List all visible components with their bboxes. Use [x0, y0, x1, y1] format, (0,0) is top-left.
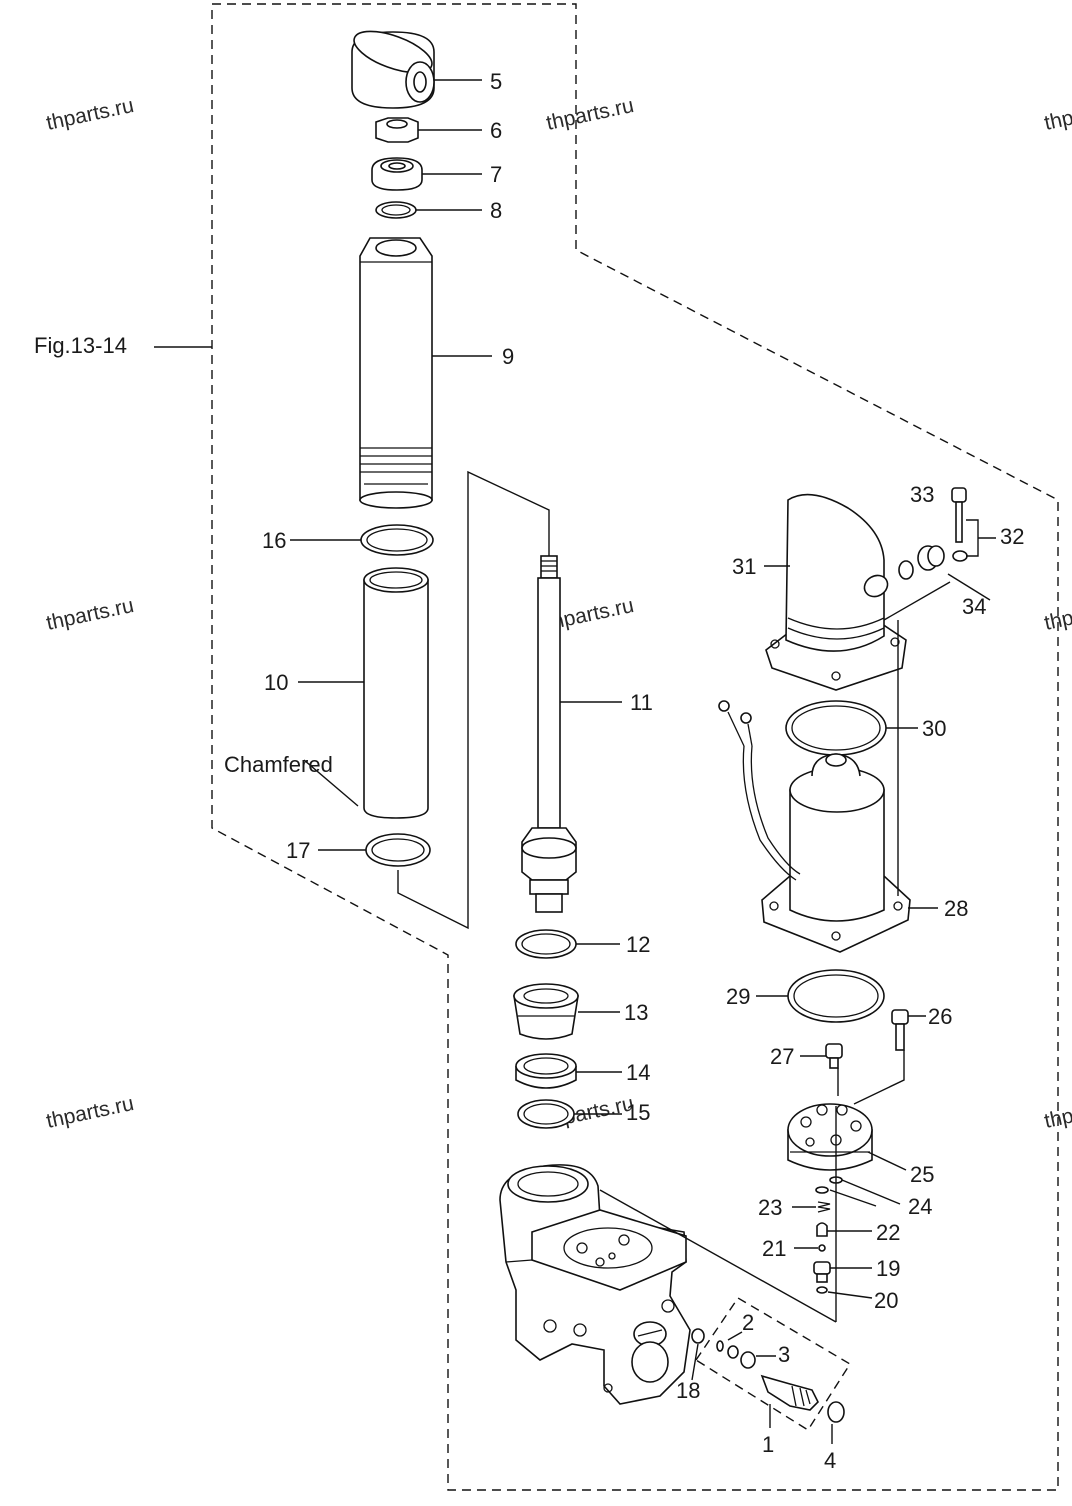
- callout-34: 34: [962, 594, 986, 619]
- assembly-boundary: [211, 3, 1059, 1491]
- callout-22: 22: [876, 1220, 900, 1245]
- watermark-text: thparts.ru: [44, 1092, 136, 1133]
- callout-9: 9: [502, 344, 514, 369]
- callout-33: 33: [910, 482, 934, 507]
- part-32-bolt: [951, 487, 968, 562]
- part-30-o-ring-inner: [791, 705, 881, 751]
- callout-32: 32: [1000, 524, 1024, 549]
- part-1-manual-valve: [695, 1297, 851, 1431]
- part-24-o-ring: [815, 1186, 829, 1194]
- part-7-cap: [371, 157, 423, 191]
- callout-13: 13: [624, 1000, 648, 1025]
- callout-27: 27: [770, 1044, 794, 1069]
- callout-19: 19: [876, 1256, 900, 1281]
- part-12-o-ring-inner: [521, 933, 571, 955]
- part-29-o-ring-inner: [793, 974, 879, 1018]
- part-6-nut: [375, 117, 419, 143]
- watermark-text: thparts.ru: [44, 94, 136, 135]
- part-19-valve-seat: [813, 1261, 831, 1283]
- watermark-text: thparts.ru: [1042, 594, 1072, 635]
- callout-17: 17: [286, 838, 310, 863]
- watermark-text: thparts.ru: [1042, 94, 1072, 135]
- part-25-pump: [787, 1103, 873, 1171]
- callout-29: 29: [726, 984, 750, 1009]
- callout-31: 31: [732, 554, 756, 579]
- part-26-bolt: [891, 1009, 909, 1051]
- part-13-guide: [513, 983, 579, 1040]
- callout-4: 4: [824, 1448, 836, 1473]
- callout-2: 2: [742, 1310, 754, 1335]
- part-20-o-ring: [816, 1286, 828, 1294]
- part-29-o-ring: [787, 969, 885, 1023]
- part-9-cylinder: [359, 237, 433, 509]
- callout-7: 7: [490, 162, 502, 187]
- part-27-plug: [825, 1043, 843, 1069]
- callout-15: 15: [626, 1100, 650, 1125]
- main-housing: [499, 1164, 691, 1405]
- callout-1: 1: [762, 1432, 774, 1457]
- callout-25: 25: [910, 1162, 934, 1187]
- callout-12: 12: [626, 932, 650, 957]
- part-31-motor-cover: [765, 493, 907, 691]
- callout-18: 18: [676, 1378, 700, 1403]
- watermark-text: thparts.ru: [1042, 1092, 1072, 1133]
- chamfered-note: Chamfered: [224, 752, 333, 777]
- callout-3: 3: [778, 1342, 790, 1367]
- callout-16: 16: [262, 528, 286, 553]
- callout-10: 10: [264, 670, 288, 695]
- part-17-o-ring-inner: [371, 838, 425, 862]
- callout-24: 24: [908, 1194, 932, 1219]
- callout-14: 14: [626, 1060, 650, 1085]
- part-10-inner-tube: [363, 567, 429, 819]
- callout-8: 8: [490, 198, 502, 223]
- callout-11: 11: [630, 690, 653, 715]
- part-5-bushing: [351, 30, 435, 109]
- part-23-spring: [817, 1201, 831, 1213]
- part-28-motor: [718, 700, 911, 953]
- callout-labels: 1 2 3 4 5 6 7 8 9 10 11 12 13 14 15 16 1…: [224, 69, 1024, 1473]
- assembly-path-line: [397, 470, 550, 930]
- part-33-plug: [917, 545, 945, 571]
- part-14-washer: [515, 1053, 577, 1089]
- callout-30: 30: [922, 716, 946, 741]
- part-34-washer: [898, 560, 914, 580]
- leader-lines: [290, 79, 996, 1444]
- callout-23: 23: [758, 1195, 782, 1220]
- figure-reference: Fig.13-14: [34, 333, 127, 358]
- part-18-o-ring: [691, 1328, 705, 1344]
- callout-5: 5: [490, 69, 502, 94]
- part-8-o-ring-inner: [381, 204, 411, 216]
- part-15-o-ring-inner: [523, 1103, 569, 1125]
- part-11-piston-rod: [521, 555, 577, 913]
- part-21-ball: [818, 1244, 826, 1252]
- callout-20: 20: [874, 1288, 898, 1313]
- watermark-text: thparts.ru: [544, 94, 636, 135]
- callout-26: 26: [928, 1004, 952, 1029]
- part-22-valve: [816, 1222, 828, 1237]
- callout-28: 28: [944, 896, 968, 921]
- callout-21: 21: [762, 1236, 786, 1261]
- part-16-o-ring-inner: [366, 528, 428, 552]
- watermark-text: thparts.ru: [44, 594, 136, 635]
- callout-6: 6: [490, 118, 502, 143]
- part-30-o-ring: [785, 700, 887, 756]
